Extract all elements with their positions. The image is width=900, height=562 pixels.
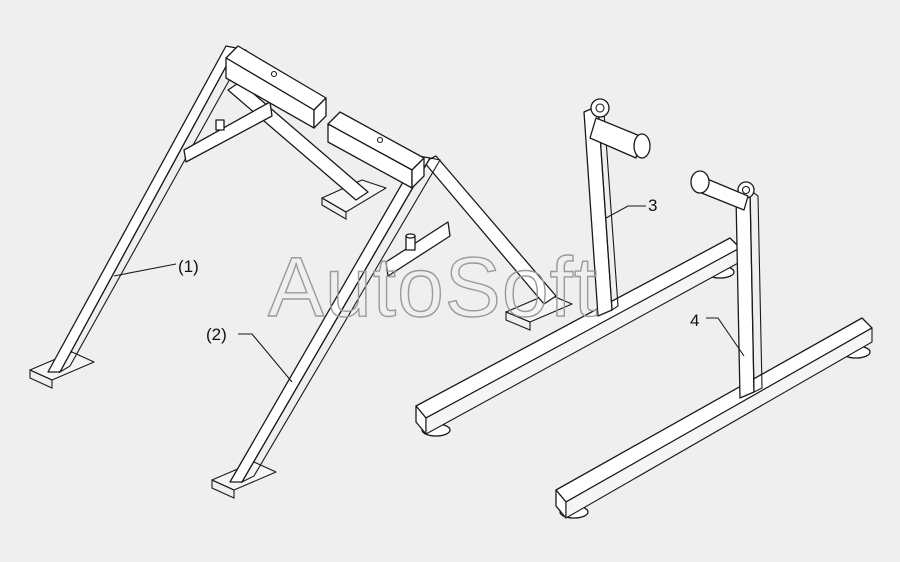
watermark-text: AutoSoft: [268, 240, 598, 334]
callout-label-1: (1): [178, 257, 199, 276]
callout-part-4: 4: [690, 311, 745, 357]
callout-label-2: (2): [206, 325, 227, 344]
part-1-a-frame-stand: [29, 45, 387, 389]
callout-part-2: (2): [206, 325, 293, 383]
callout-label-4: 4: [690, 311, 699, 330]
callout-part-1: (1): [113, 257, 199, 277]
callout-part-3: 3: [605, 196, 657, 219]
part-4-roller-stand: [555, 170, 873, 519]
part-2-a-frame-stand: [211, 111, 573, 499]
part-3-roller-stand: [415, 98, 741, 437]
callout-label-3: 3: [648, 196, 657, 215]
